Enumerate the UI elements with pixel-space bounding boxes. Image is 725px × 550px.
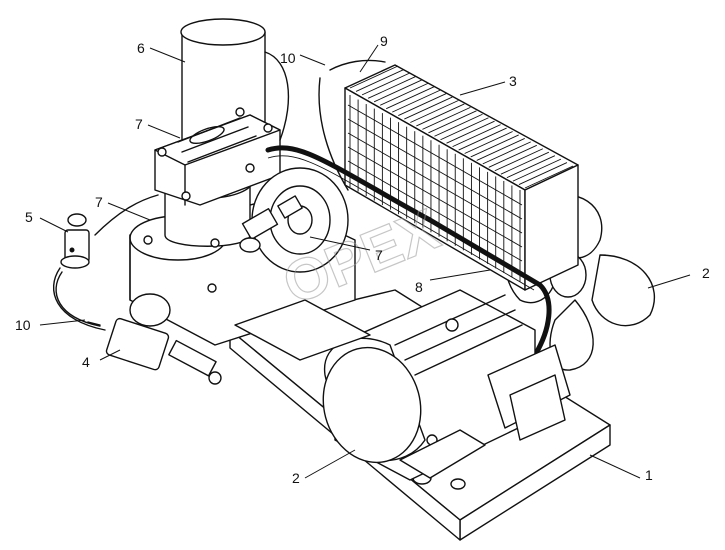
radiator-top-fin-line	[416, 103, 465, 127]
radiator-top-fin-line	[392, 89, 441, 113]
valve-fitting	[239, 195, 303, 253]
radiator-top-fin-line	[379, 82, 429, 106]
radiator-row-line	[347, 132, 523, 234]
callout-2-fan: 2	[702, 265, 710, 281]
radiator-top-fins	[349, 65, 574, 189]
radiator-top-fin-line	[446, 120, 495, 144]
radiator-top-fin-line	[367, 75, 417, 99]
radiator-top-fin-line	[506, 155, 556, 179]
radiator-top-fin-line	[373, 79, 423, 103]
cooler-radiator	[344, 64, 579, 291]
radiator-row-line	[347, 146, 523, 248]
radiator-top-fin-line	[482, 141, 531, 165]
radiator-top-fin-line	[404, 96, 453, 120]
callout-2-motor: 2	[292, 470, 300, 486]
radiator-top-fin-line	[464, 131, 513, 154]
radiator-top-fin-line	[524, 165, 574, 189]
callout-1: 1	[645, 467, 653, 483]
radiator-top-fin-line	[386, 86, 435, 110]
radiator-row-line	[347, 160, 523, 262]
radiator-top-fin-line	[512, 158, 562, 182]
callout-8: 8	[415, 279, 423, 295]
radiator-fins	[347, 95, 523, 282]
callout-7-left: 7	[95, 194, 103, 210]
electric-motor	[322, 289, 571, 481]
radiator-top-fin-line	[410, 100, 459, 123]
drive-belt	[265, 145, 552, 358]
pipes	[52, 51, 386, 331]
callout-7-valve: 7	[375, 247, 383, 263]
callout-labels: 6 10 9 3 7 7 5 7 8 2 10 4 2 1	[15, 33, 710, 486]
radiator-top-fin-line	[458, 127, 507, 151]
pressure-switch	[60, 213, 90, 269]
radiator-top-fin-line	[428, 110, 477, 134]
radiator-top-fin-line	[494, 148, 544, 172]
oil-separator	[87, 293, 222, 385]
radiator-top-fin-line	[398, 93, 447, 116]
radiator-top-fin-line	[361, 72, 411, 96]
radiator-top-fin-line	[500, 151, 550, 175]
base-opening	[234, 299, 371, 361]
radiator-top-fin-line	[452, 124, 501, 148]
radiator-row-line	[347, 104, 523, 206]
radiator-top-fin-line	[440, 117, 489, 141]
radiator-top-fin-line	[434, 113, 483, 137]
callout-10-top: 10	[280, 50, 296, 66]
callout-7-head: 7	[135, 116, 143, 132]
radiator-top-fin-line	[422, 106, 471, 130]
radiator-top-fin-line	[476, 138, 525, 161]
callout-4: 4	[82, 354, 90, 370]
radiator-top-fin-line	[355, 69, 405, 92]
callout-3: 3	[509, 73, 517, 89]
radiator-top-fin-line	[349, 65, 399, 89]
leader-lines	[39, 44, 691, 479]
radiator-row-line	[347, 118, 523, 220]
callout-6: 6	[137, 40, 145, 56]
callout-10-bottom: 10	[15, 317, 31, 333]
callout-5: 5	[25, 209, 33, 225]
callout-9: 9	[380, 33, 388, 49]
radiator-top-fin-line	[518, 162, 568, 185]
radiator-top-fin-line	[488, 144, 537, 168]
radiator-top-fin-line	[470, 134, 519, 158]
